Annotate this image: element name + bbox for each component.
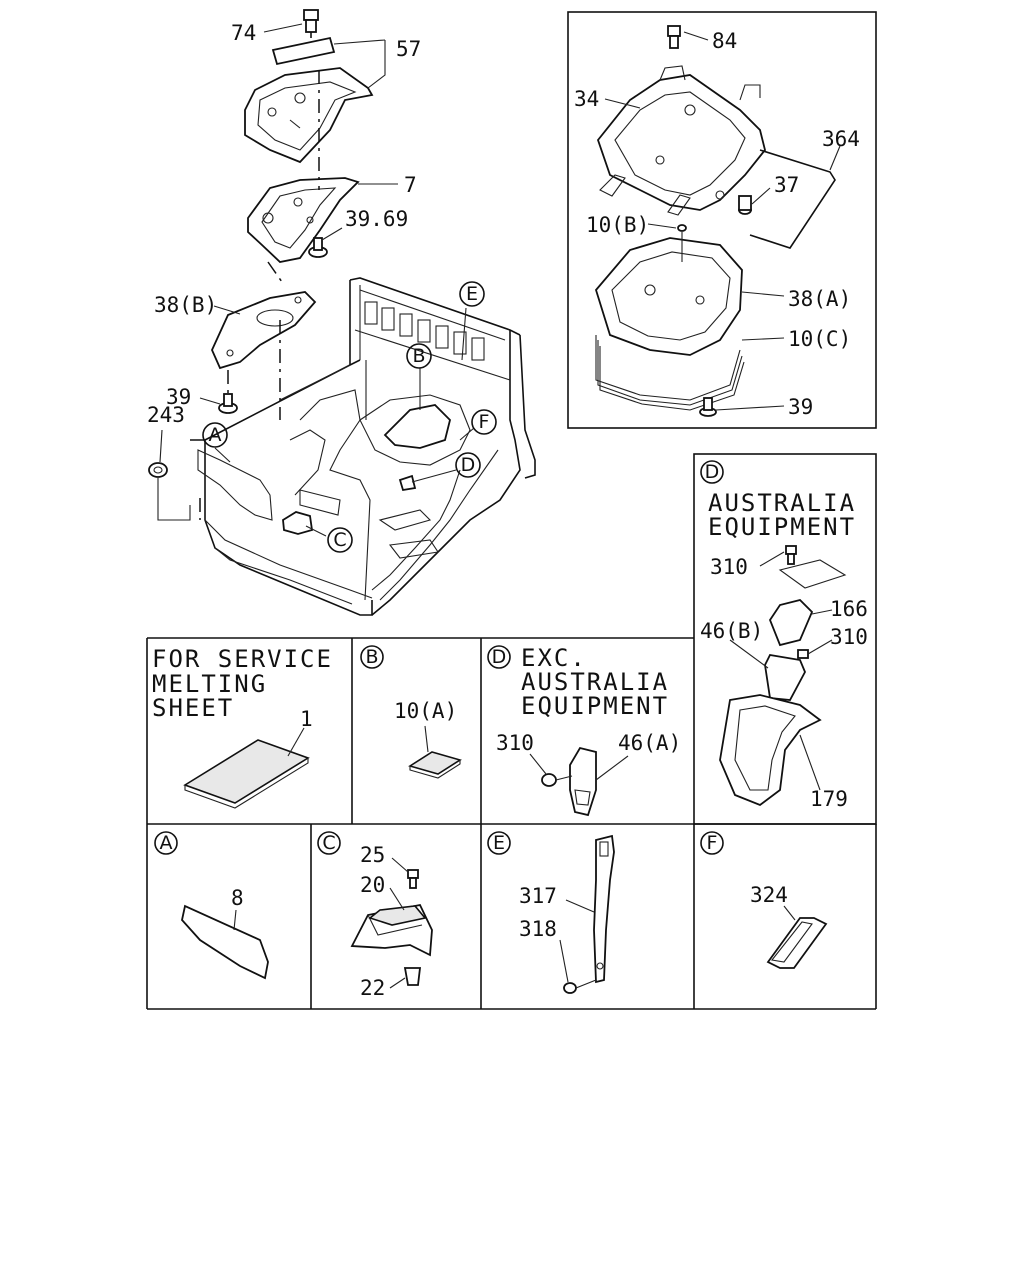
bolt-74-part: [303, 9, 319, 38]
callout-10b: 10(B): [586, 213, 649, 237]
inset-box-top-right: [567, 11, 877, 429]
callout-39-carrier: 39: [788, 395, 813, 419]
callout-57: 57: [396, 37, 421, 61]
ref-circle-d-main: D: [455, 452, 481, 478]
callout-22: 22: [360, 976, 385, 1000]
panel-f: F 324: [700, 831, 828, 969]
clip-39-part: [218, 393, 238, 414]
exc-header-line3: EQUIPMENT: [521, 692, 669, 720]
carrier-assembly-drawing: [594, 25, 836, 417]
svg-text:E: E: [466, 283, 478, 305]
bracket-7-part: [247, 177, 360, 263]
callout-364: 364: [822, 127, 860, 151]
svg-text:B: B: [412, 345, 425, 367]
ref-circle-f-panel: F: [700, 831, 724, 855]
callout-10c: 10(C): [788, 327, 851, 351]
leader-lines-aus: [729, 551, 833, 791]
leader-lines-main: [159, 23, 475, 537]
aus-header-line1: AUSTRALIA: [708, 489, 856, 517]
callout-38b: 38(B): [154, 293, 217, 317]
panel-b: B 10(A): [360, 645, 462, 779]
callout-46a: 46(A): [618, 731, 681, 755]
floor-body-part: [190, 277, 536, 616]
exc-header-line2: AUSTRALIA: [521, 668, 669, 696]
callout-38a: 38(A): [788, 287, 851, 311]
callout-310-aus-mid: 310: [830, 625, 868, 649]
ref-circle-e-main: E: [459, 281, 485, 307]
ref-circle-d-exc: D: [487, 645, 511, 669]
ref-circle-a-main: A: [202, 422, 228, 448]
callout-74: 74: [231, 21, 256, 45]
callout-324: 324: [750, 883, 788, 907]
callout-166: 166: [830, 597, 868, 621]
svg-text:A: A: [160, 832, 173, 854]
callout-10a: 10(A): [394, 699, 457, 723]
ref-circle-b-panel: B: [360, 645, 384, 669]
leader-lines-top-right: [604, 31, 841, 411]
grommet-243-part: [148, 462, 168, 478]
svg-text:C: C: [333, 529, 346, 551]
callout-1: 1: [300, 707, 313, 731]
callout-39: 39: [166, 385, 191, 409]
svg-text:E: E: [493, 832, 505, 854]
aus-header-line2: EQUIPMENT: [708, 513, 856, 541]
ref-circle-c-main: C: [327, 527, 353, 553]
callout-84: 84: [712, 29, 737, 53]
callout-39-69: 39.69: [345, 207, 408, 231]
clip-3969-part: [308, 237, 328, 258]
ref-circle-d-aus: D: [700, 460, 724, 484]
svg-text:F: F: [479, 411, 490, 433]
svg-text:D: D: [461, 454, 476, 476]
callout-37: 37: [774, 173, 799, 197]
ref-circle-a-panel: A: [154, 831, 178, 855]
panel-a: A 8: [154, 831, 269, 980]
callout-310-exc: 310: [496, 731, 534, 755]
panel-c: C 25 20 22: [317, 831, 433, 1000]
panel-e: E 317 318: [487, 831, 615, 994]
ref-circle-b-main: B: [406, 343, 432, 369]
service-header-line3: SHEET: [152, 694, 234, 722]
ref-circle-e-panel: E: [487, 831, 511, 855]
exc-header-line1: EXC.: [521, 644, 587, 672]
panel-service-sheet: FOR SERVICE MELTING SHEET 1: [152, 645, 333, 809]
plate-57-part: [271, 36, 336, 66]
callout-317: 317: [519, 884, 557, 908]
service-header-line1: FOR SERVICE: [152, 645, 333, 673]
callout-310-aus-top: 310: [710, 555, 748, 579]
callout-20: 20: [360, 873, 385, 897]
svg-text:D: D: [705, 461, 720, 483]
callout-7: 7: [404, 173, 417, 197]
panel-d-exc: D EXC. AUSTRALIA EQUIPMENT 310 46(A): [487, 644, 681, 817]
bracket-38b-part: [211, 291, 317, 370]
bottom-grid: [146, 637, 877, 1010]
callout-318: 318: [519, 917, 557, 941]
bracket-57-part: [244, 67, 374, 164]
floor-assembly-drawing: [148, 9, 536, 616]
callout-34: 34: [574, 87, 599, 111]
svg-text:D: D: [492, 646, 507, 668]
svg-text:B: B: [365, 646, 378, 668]
callout-8: 8: [231, 886, 244, 910]
aus-bracket-drawing: [719, 545, 847, 807]
ref-circle-c-panel: C: [317, 831, 341, 855]
svg-text:C: C: [322, 832, 335, 854]
service-header-line2: MELTING: [152, 670, 267, 698]
callout-25: 25: [360, 843, 385, 867]
svg-text:A: A: [209, 424, 222, 446]
callout-243: 243: [147, 403, 185, 427]
callout-46b: 46(B): [700, 619, 763, 643]
ref-circle-f-main: F: [471, 409, 497, 435]
callout-179: 179: [810, 787, 848, 811]
svg-text:F: F: [707, 832, 718, 854]
